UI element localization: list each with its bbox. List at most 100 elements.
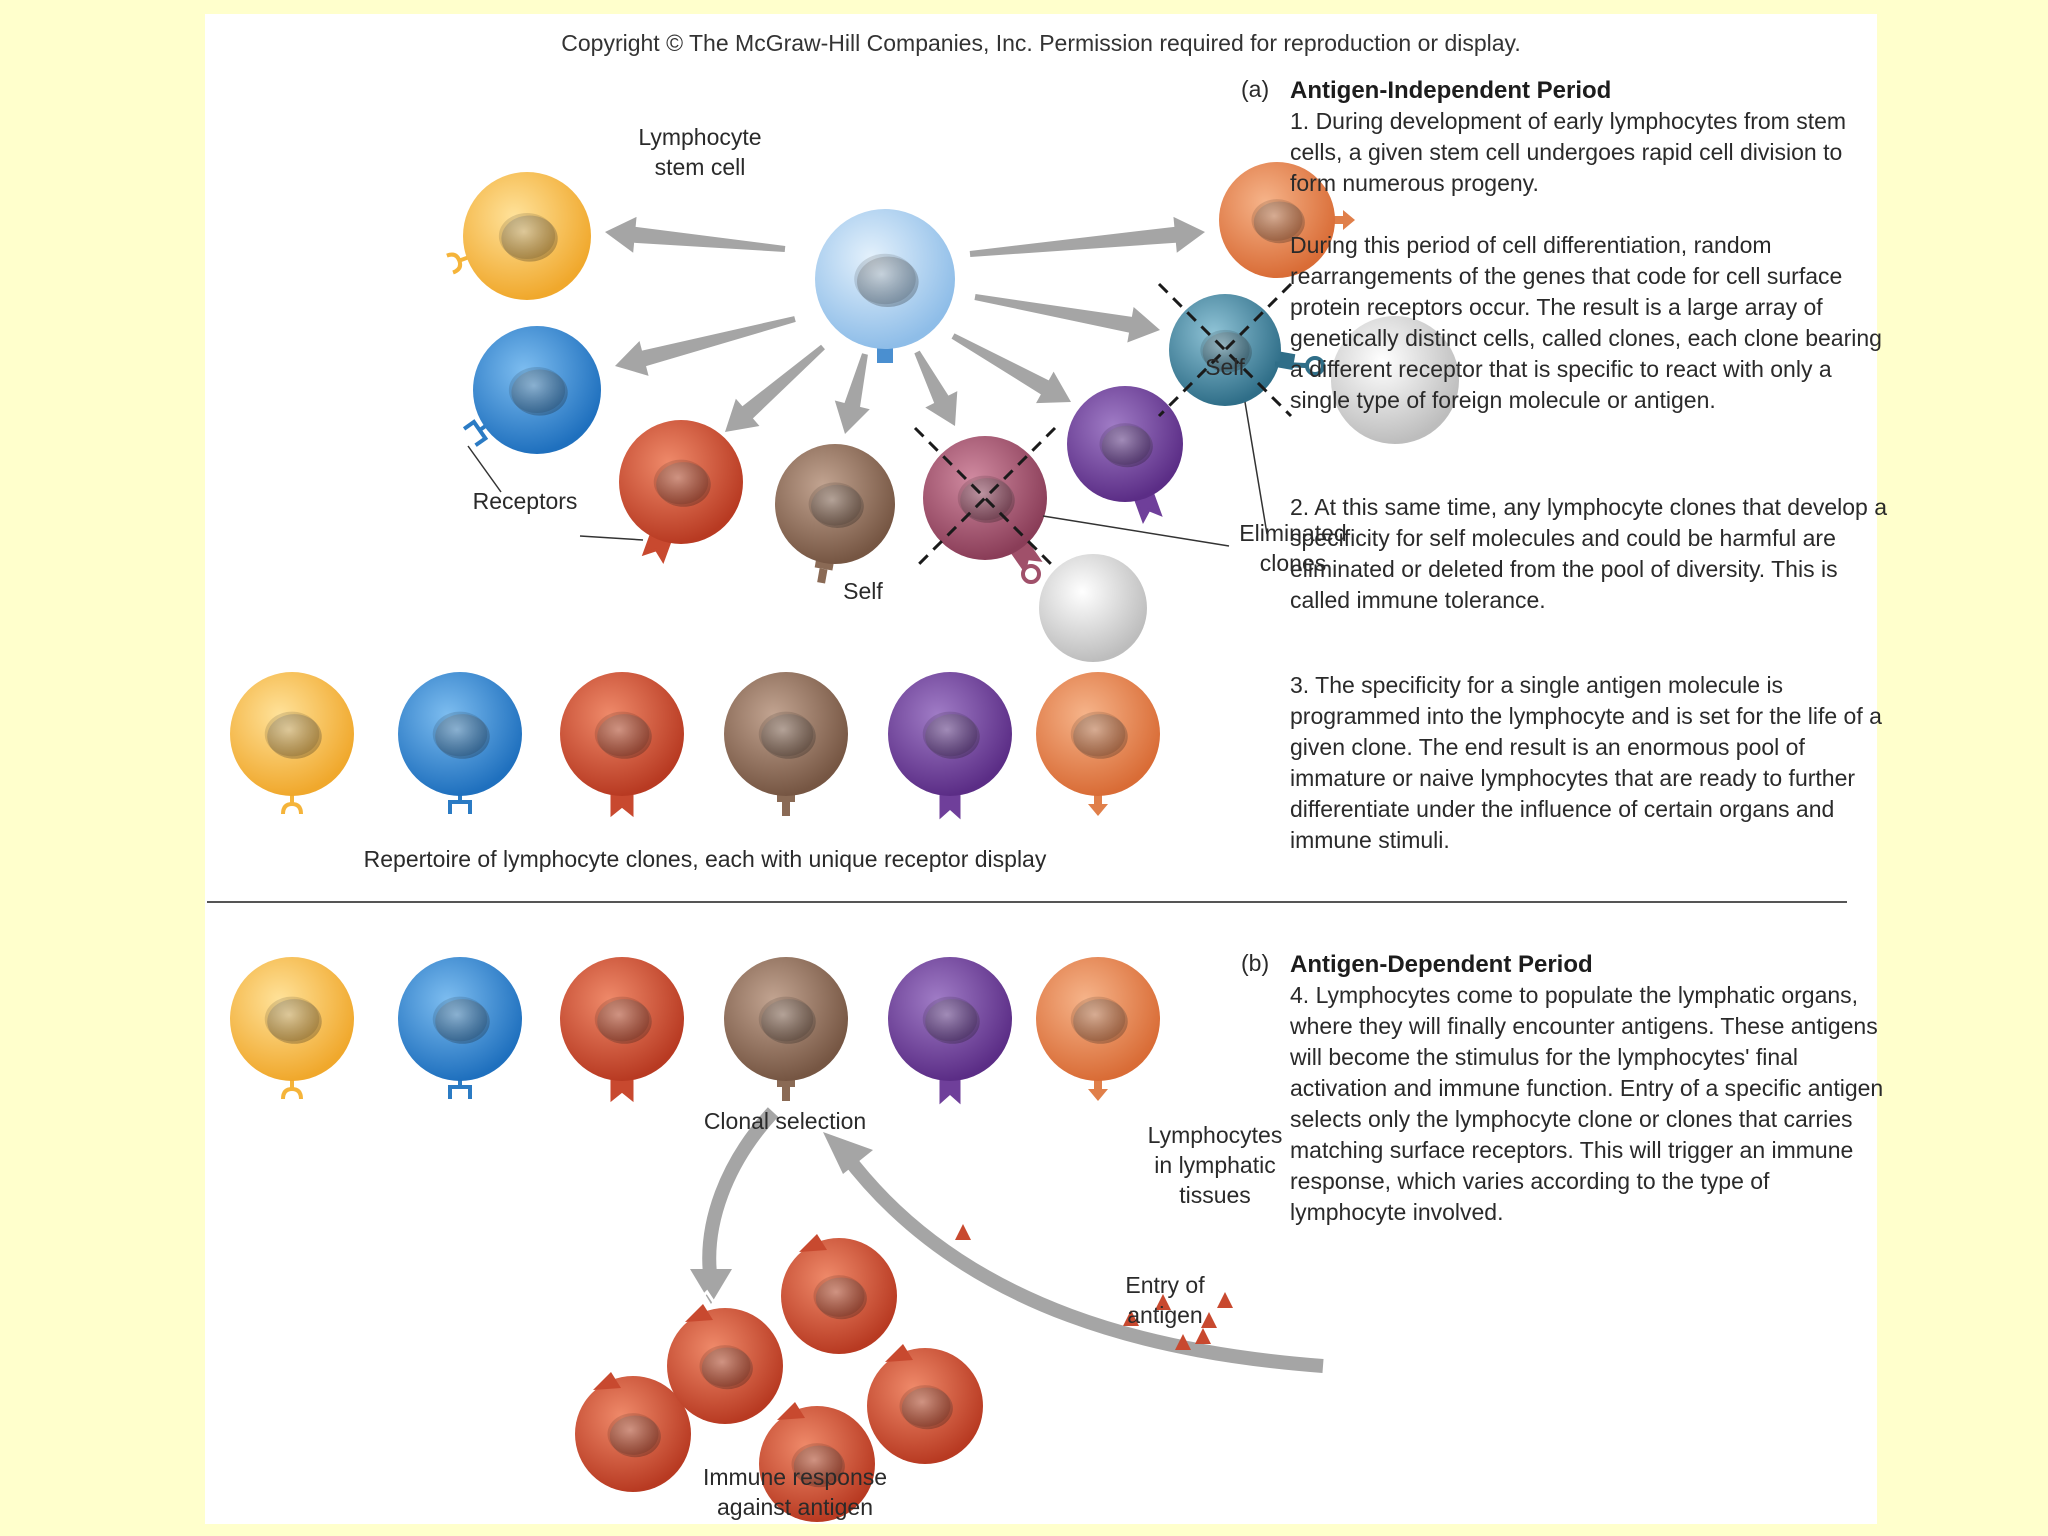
- section-b-paragraph-4: 4. Lymphocytes come to populate the lymp…: [1290, 982, 1884, 1225]
- bound-antigen-mark: [893, 1329, 917, 1346]
- eliminated-leader: [1244, 401, 1268, 535]
- tissue-cell-brown: [724, 957, 848, 1101]
- arrow-to-teal: [974, 294, 1160, 343]
- nucleus: [435, 714, 490, 759]
- nucleus: [1073, 999, 1128, 1044]
- activated-clone-cell: [781, 1238, 897, 1354]
- bound-antigen-mark: [807, 1219, 831, 1236]
- nucleus: [511, 369, 568, 416]
- bound-antigen: [885, 1344, 913, 1362]
- nucleus: [597, 999, 652, 1044]
- repertoire-cell-red: [560, 672, 684, 818]
- tissue-cell-red: [560, 957, 684, 1103]
- elimination-cross: [1157, 282, 1293, 418]
- repertoire-cell-yellow: [230, 672, 354, 815]
- bound-antigen: [593, 1372, 621, 1390]
- elimination-cross: [913, 426, 1057, 570]
- repertoire-cell-brown: [724, 672, 848, 816]
- nucleus: [811, 484, 864, 528]
- nucleus: [1073, 714, 1128, 759]
- nucleus: [435, 999, 490, 1044]
- nucleus: [656, 462, 711, 507]
- nucleus: [761, 999, 816, 1044]
- receptors-label: Receptors: [472, 488, 578, 514]
- yellow-clone-cell: [446, 172, 591, 300]
- bound-antigen-mark: [601, 1357, 625, 1374]
- receptor-plug: [877, 345, 893, 363]
- immune-response-label: Immune response against antigen: [702, 1464, 888, 1520]
- bound-antigen-mark: [785, 1387, 809, 1404]
- bound-antigen: [777, 1402, 805, 1420]
- section-b-letter: (b): [1241, 950, 1270, 976]
- activated-clone-cell: [759, 1406, 875, 1522]
- lymphocyte-stem-cell: [815, 209, 955, 363]
- purple-clone-cell: [1067, 386, 1183, 525]
- tissue-cell-blue: [398, 957, 522, 1099]
- tissue-cell-yellow: [230, 957, 354, 1100]
- copyright-notice: Copyright © The McGraw-Hill Companies, I…: [561, 30, 1521, 56]
- receptors-leader: [467, 445, 502, 493]
- antigen-particle: [1217, 1292, 1233, 1308]
- antigen-particle: [1123, 1310, 1139, 1326]
- clonal-selection-label: Clonal selection: [703, 1108, 867, 1134]
- proliferation-arrow: [702, 1107, 779, 1275]
- nucleus: [1253, 201, 1305, 244]
- antigen-particle: [1201, 1312, 1217, 1328]
- repertoire-cell-blue: [398, 672, 522, 814]
- arrow-to-blue: [615, 316, 796, 376]
- nucleus: [901, 1387, 953, 1430]
- nucleus: [701, 1347, 753, 1390]
- nucleus: [609, 1415, 661, 1458]
- section-divider: [207, 901, 1847, 903]
- section-a-letter: (a): [1241, 76, 1270, 102]
- tissue-cell-purple: [888, 957, 1012, 1105]
- bound-antigen: [685, 1304, 713, 1322]
- arrow-to-yellow: [605, 216, 786, 253]
- arrow-to-red: [725, 344, 825, 432]
- arrow-to-mauve: [914, 350, 958, 426]
- nucleus: [597, 714, 652, 759]
- eliminated-leader: [1042, 515, 1230, 547]
- lymphatic-tissues-label: Lymphocytes in lymphatic tissues: [1147, 1122, 1283, 1208]
- eliminated-clone-cell-1: [923, 436, 1047, 574]
- nucleus: [925, 714, 980, 759]
- activated-clone-cell: [575, 1376, 691, 1492]
- self-molecule-1: [1331, 316, 1459, 444]
- nucleus: [761, 714, 816, 759]
- section-a-title: Antigen-Independent Period: [1290, 77, 1612, 104]
- receptor-stem: [777, 1077, 795, 1101]
- activated-clone-cell: [867, 1348, 983, 1464]
- elimination-cross: [1157, 282, 1293, 418]
- antigen-particle: [1155, 1294, 1171, 1310]
- antigen-entry-arrowhead: [823, 1132, 873, 1174]
- nucleus: [815, 1277, 867, 1320]
- blue-clone-cell: [462, 326, 601, 454]
- self-label-1: Self: [1205, 354, 1245, 380]
- figure-panel: Copyright © The McGraw-Hill Companies, I…: [205, 14, 1887, 1524]
- red-clone-cell: [619, 420, 743, 565]
- antigen-particle: [1195, 1328, 1211, 1344]
- section-b-title: Antigen-Dependent Period: [1290, 951, 1593, 978]
- antigen-particle: [1175, 1334, 1191, 1350]
- nucleus: [1202, 332, 1252, 373]
- bound-antigen: [799, 1234, 827, 1252]
- self-bond-knob-1: [1305, 356, 1325, 376]
- repertoire-cell-purple: [888, 672, 1012, 820]
- section-a-paragraph-1b: During this period of cell differentiati…: [1290, 232, 1882, 413]
- arrow-to-brown: [834, 353, 870, 434]
- bound-antigen-mark: [693, 1289, 717, 1306]
- nucleus: [267, 999, 322, 1044]
- section-a-paragraph-2: 2. At this same time, any lymphocyte clo…: [1290, 494, 1888, 613]
- self-label-2: Self: [843, 578, 883, 604]
- brown-clone-cell: [775, 444, 895, 584]
- diagram-artwork: [230, 162, 1459, 1522]
- nucleus: [267, 714, 322, 759]
- arrow-to-purple: [951, 333, 1071, 404]
- activated-clone-cell: [667, 1308, 783, 1424]
- antigen-entry-arrow: [839, 1149, 1324, 1373]
- tissue-cell-orange: [1036, 957, 1160, 1101]
- repertoire-cell-orange: [1036, 672, 1160, 816]
- nucleus: [857, 256, 919, 307]
- eliminated-clone-cell-2: [1169, 294, 1296, 406]
- self-molecule-2: [1039, 554, 1147, 662]
